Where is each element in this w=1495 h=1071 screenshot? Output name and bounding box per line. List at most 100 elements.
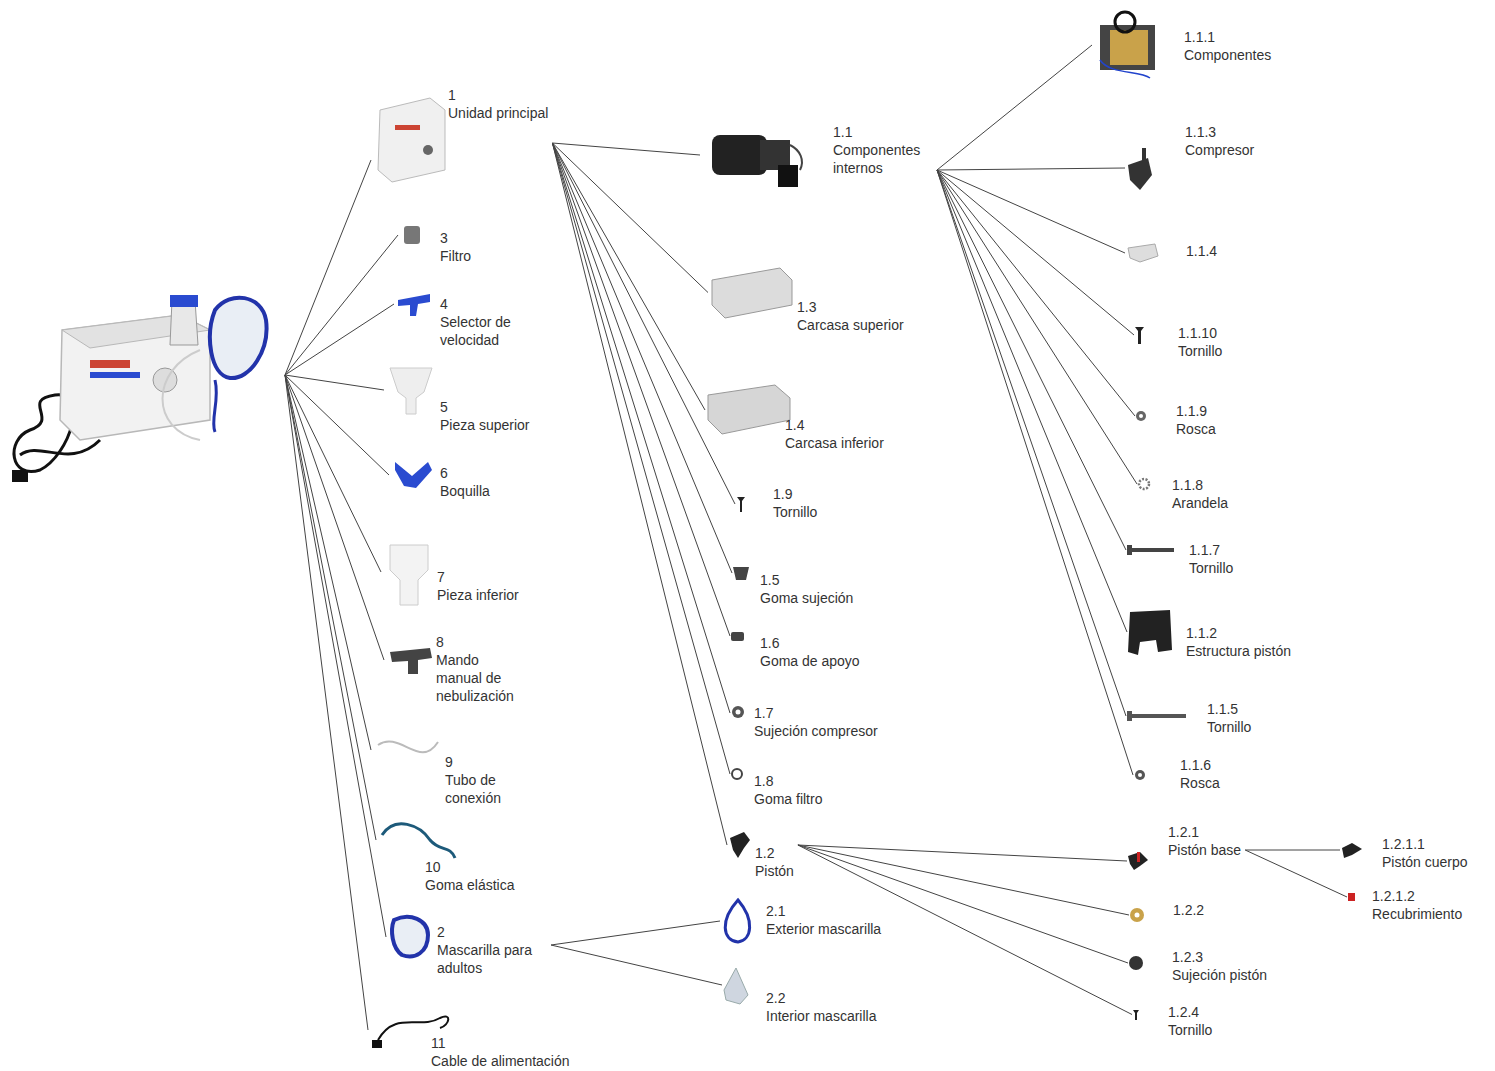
callout-number: 1.1.5: [1207, 700, 1251, 718]
part-node: 1.2.1Pistón base: [1127, 823, 1245, 874]
callout-number: 10: [425, 858, 514, 876]
part-name: Exterior mascarilla: [766, 920, 881, 938]
callout-number: 8: [436, 633, 521, 651]
tree-connector: [937, 168, 1125, 170]
tree-connector: [937, 170, 1125, 253]
part-node: 1.1.10Tornillo: [1134, 324, 1226, 362]
callout-number: 1.8: [754, 772, 822, 790]
callout-number: 1.6: [760, 634, 860, 652]
part-name: Pieza superior: [440, 416, 530, 434]
part-node: 1.8Goma filtro: [730, 768, 826, 810]
part-name: Carcasa superior: [797, 316, 904, 334]
part-name: Componentes: [1184, 46, 1271, 64]
callout-number: 2.2: [766, 989, 876, 1007]
part-node: 2.1Exterior mascarilla: [720, 898, 885, 946]
part-name: Estructura pistón: [1186, 642, 1291, 660]
part-node: 1.9Tornillo: [735, 485, 821, 523]
part-name: Sujeción pistón: [1172, 966, 1267, 984]
part-name: Sujeción compresor: [754, 722, 878, 740]
tree-connector: [937, 170, 1126, 716]
tree-connector: [937, 170, 1126, 550]
callout-number: 5: [440, 398, 530, 416]
callout-number: 1: [448, 86, 548, 104]
callout-number: 9: [445, 753, 513, 771]
part-name: Unidad principal: [448, 104, 548, 122]
part-node: 1.2.1.1Pistón cuerpo: [1340, 835, 1472, 873]
callout-number: 11: [431, 1034, 570, 1052]
part-node: 1.7Sujeción compresor: [730, 704, 882, 742]
part-name: Goma sujeción: [760, 589, 853, 607]
part-node: 1.1.7Tornillo: [1126, 541, 1237, 579]
part-node: 1.1Componentes internos: [700, 120, 937, 192]
part-node: 1.2.1.2Recubrimiento: [1347, 887, 1466, 925]
part-name: Recubrimiento: [1372, 905, 1462, 923]
part-name: Compresor: [1185, 141, 1254, 159]
tree-connector: [551, 945, 722, 985]
callout-number: 1.2: [755, 844, 794, 862]
part-icons: [372, 12, 1362, 1048]
part-node: 1.2Pistón: [727, 830, 798, 882]
part-name: Pistón cuerpo: [1382, 853, 1468, 871]
callout-number: 1.2.2: [1173, 901, 1204, 919]
callout-number: 4: [440, 295, 522, 313]
leader-lines: [285, 160, 398, 1030]
part-name: Filtro: [440, 247, 471, 265]
part-node: 1.1.2Estructura pistón: [1127, 608, 1295, 662]
part-name: Tornillo: [1168, 1021, 1212, 1039]
tree-connector: [798, 845, 1127, 861]
part-name: Tornillo: [1178, 342, 1222, 360]
part-node: 2Mascarilla para adultos: [390, 915, 551, 979]
part-node: 9Tubo de conexión: [375, 730, 517, 809]
part-name: Pieza inferior: [437, 586, 519, 604]
part-name: Arandela: [1172, 494, 1228, 512]
part-node: 10Goma elástica: [380, 820, 518, 896]
callout-number: 1.1.1: [1184, 28, 1271, 46]
part-node: 1.3Carcasa superior: [708, 265, 908, 336]
callout-number: 1.5: [760, 571, 853, 589]
part-node: 1.2.4Tornillo: [1132, 1003, 1216, 1041]
part-node: 8Mando manual de nebulización: [388, 633, 525, 707]
part-name: Pistón: [755, 862, 794, 880]
part-node: 5Pieza superior: [388, 365, 534, 436]
tree-connector: [552, 143, 700, 155]
part-name: Carcasa inferior: [785, 434, 884, 452]
part-node: 1.5Goma sujeción: [732, 565, 857, 609]
tree-connector: [1245, 850, 1340, 851]
part-node: 1.1.9Rosca: [1135, 402, 1220, 440]
callout-number: 2.1: [766, 902, 881, 920]
part-name: Tornillo: [773, 503, 817, 521]
callout-number: 7: [437, 568, 519, 586]
part-name: Goma elástica: [425, 876, 514, 894]
part-name: Tornillo: [1207, 718, 1251, 736]
part-name: Componentes internos: [833, 141, 933, 177]
callout-number: 1.1.4: [1186, 242, 1217, 260]
callout-number: 1.1.3: [1185, 123, 1254, 141]
callout-number: 1.7: [754, 704, 878, 722]
part-name: Boquilla: [440, 482, 490, 500]
part-node: 7Pieza inferior: [385, 540, 523, 607]
callout-number: 1.3: [797, 298, 904, 316]
nebulizer-photo: [12, 295, 267, 482]
tree-connector: [552, 143, 727, 845]
callout-number: 1.2.3: [1172, 948, 1267, 966]
tree-connector: [552, 143, 705, 410]
part-name: Interior mascarilla: [766, 1007, 876, 1025]
tree-connector: [552, 143, 732, 573]
tree-connector: [937, 170, 1133, 775]
part-node: 1.1.5Tornillo: [1126, 700, 1255, 738]
tree-connector: [937, 170, 1135, 416]
part-node: 1.2.2: [1129, 901, 1208, 925]
tree-connector: [798, 845, 1128, 963]
callout-number: 3: [440, 229, 471, 247]
tree-connector: [1245, 850, 1347, 897]
callout-number: 1.9: [773, 485, 817, 503]
part-node: 4Selector de velocidad: [398, 292, 526, 351]
tree-connector: [937, 170, 1137, 484]
part-name: Goma filtro: [754, 790, 822, 808]
callout-number: 1.2.1: [1168, 823, 1241, 841]
part-name: Mascarilla para adultos: [437, 941, 547, 977]
tree-connector: [937, 170, 1134, 335]
callout-number: 2: [437, 923, 547, 941]
part-name: Mando manual de nebulización: [436, 651, 521, 705]
